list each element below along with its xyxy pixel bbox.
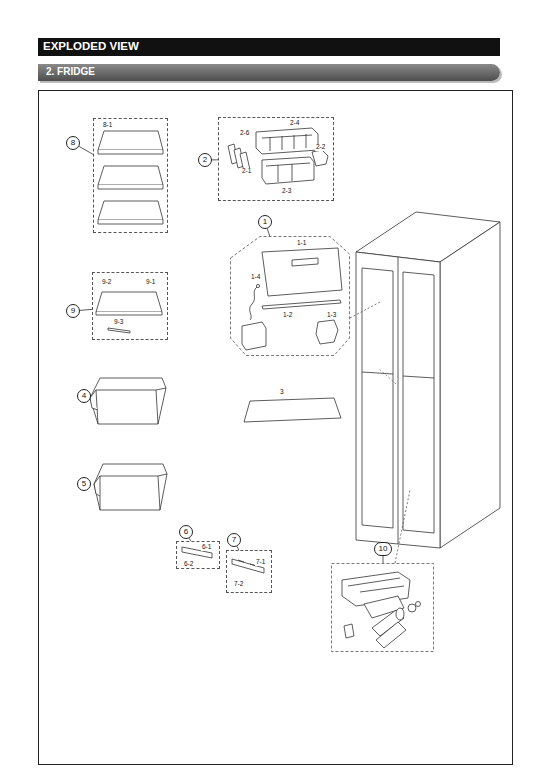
part-number: 9-1 — [145, 279, 156, 286]
part-number: 7-1 — [255, 559, 266, 566]
leader-line — [395, 490, 410, 563]
title-bar: EXPLODED VIEW — [38, 38, 500, 56]
part-group-box: 1-1 1-4 1-2 1-3 — [230, 236, 350, 356]
part-group-box: 2-6 2-4 2-2 2-1 2-3 — [218, 117, 334, 201]
part-number: 1-2 — [282, 312, 293, 319]
page-title: EXPLODED VIEW — [43, 41, 139, 53]
callout-number: 5 — [82, 480, 86, 488]
part-group-box: 8-1 — [93, 118, 168, 233]
page-frame — [39, 91, 513, 765]
callout-circle: 2 — [198, 153, 212, 167]
leader-line — [267, 229, 269, 236]
callout-circle: 10 — [374, 542, 392, 556]
part-number: 7-2 — [233, 581, 244, 588]
leader-line — [267, 229, 269, 236]
part-group-box — [332, 564, 434, 652]
callout-number: 10 — [379, 545, 388, 553]
callout-number: 9 — [71, 307, 75, 315]
callout-circle: 5 — [77, 477, 91, 491]
crisper-drawer — [94, 464, 167, 510]
part-number: 2-1 — [241, 168, 252, 175]
callout-circle: 7 — [227, 533, 241, 547]
part-number: 2-4 — [289, 120, 300, 127]
egg-tray — [228, 128, 328, 184]
part-number: 1-1 — [296, 240, 307, 247]
callout-number: 1 — [263, 218, 267, 226]
callout-circle: 8 — [66, 136, 80, 150]
leader-line — [79, 146, 93, 154]
callout-circle: 1 — [258, 215, 272, 229]
part-group-box: 9-2 9-1 9-3 — [92, 272, 168, 340]
glass-shelf — [98, 131, 163, 224]
section-tab: 2. FRIDGE — [38, 64, 500, 81]
part-group-box: 7-2 7-1 — [226, 550, 272, 593]
callout-circle: 4 — [77, 389, 91, 403]
crisper-drawer — [90, 378, 166, 424]
part-number: 1-3 — [326, 312, 337, 319]
part-number: 2-6 — [239, 130, 250, 137]
part-number: 6-2 — [183, 561, 194, 568]
shelf-assembly — [96, 292, 162, 333]
leader-line — [350, 302, 380, 318]
part-number: 9-3 — [113, 319, 124, 326]
leader-line — [383, 556, 384, 563]
part-number: 8-1 — [102, 122, 113, 129]
part-number: 2-3 — [281, 188, 292, 195]
part-number: 2-2 — [315, 144, 326, 151]
callout-number: 8 — [71, 139, 75, 147]
part-number: 6-1 — [201, 544, 212, 551]
callout-number: 6 — [184, 528, 188, 536]
leader-line — [80, 309, 92, 310]
section-title: 2. FRIDGE — [46, 67, 95, 77]
part-number: 9-2 — [101, 279, 112, 286]
part-group-box: 6-1 6-2 — [176, 541, 220, 569]
fridge-cover-assembly — [242, 248, 342, 350]
refrigerator-cabinet — [356, 212, 500, 548]
leader-line — [80, 309, 92, 310]
part-number: 1-4 — [250, 274, 261, 281]
water-filter-assembly — [342, 572, 421, 648]
leader-line — [79, 146, 93, 154]
group-outline — [230, 236, 350, 356]
crisper-cover — [244, 398, 341, 422]
callout-number: 2 — [203, 156, 207, 164]
callout-circle: 6 — [179, 525, 193, 539]
leader-line — [378, 368, 396, 384]
part-number: 3 — [279, 389, 285, 396]
callout-number: 4 — [82, 392, 86, 400]
callout-number: 7 — [232, 536, 236, 544]
callout-circle: 9 — [66, 304, 80, 318]
